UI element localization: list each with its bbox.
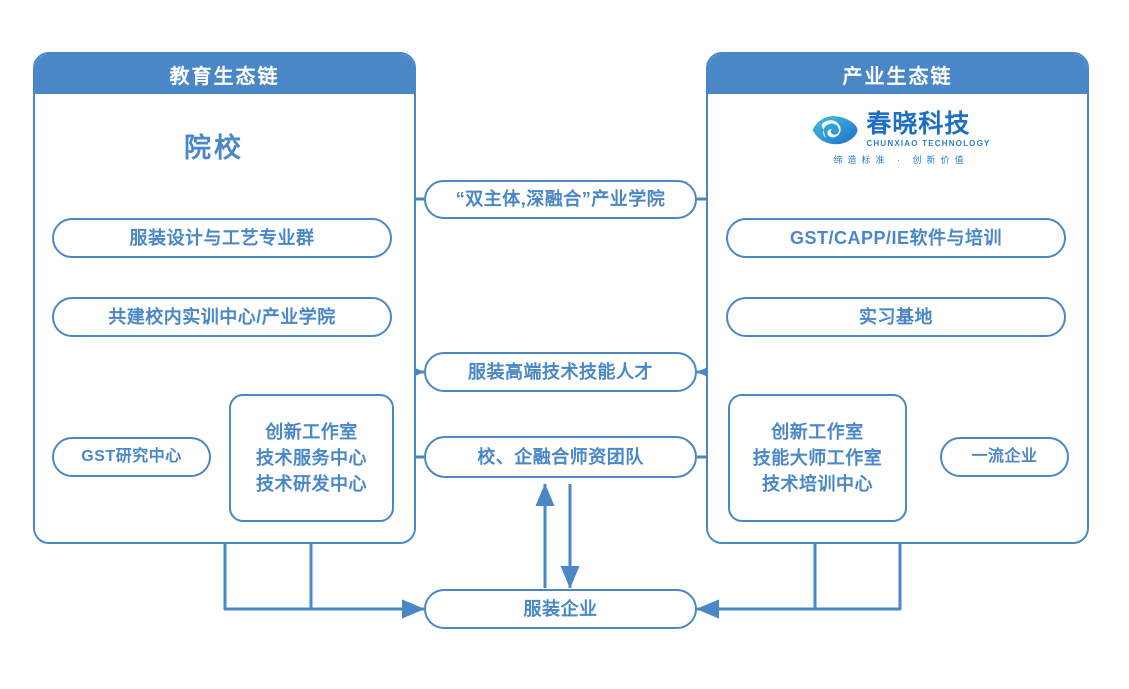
node-internship-base[interactable]: 实习基地 (726, 297, 1066, 337)
panel-education-header: 教育生态链 (35, 54, 414, 94)
node-faculty-team[interactable]: 校、企融合师资团队 (424, 436, 697, 478)
logo-text-block: 春晓科技 CHUNXIAO TECHNOLOGY (866, 110, 991, 149)
chunxiao-technology-logo: 春晓科技 CHUNXIAO TECHNOLOGY 缔造标准 · 创新价值 (806, 112, 996, 174)
logo-name-cn: 春晓科技 (866, 110, 971, 138)
panel-industry-header: 产业生态链 (708, 54, 1087, 94)
logo-slogan: 缔造标准 · 创新价值 (833, 155, 969, 165)
wire-ind-panel-to-apparel (696, 544, 902, 619)
node-industry-college[interactable]: “双主体,深融合”产业学院 (424, 180, 697, 219)
node-high-end-talent[interactable]: 服装高端技术技能人才 (424, 352, 697, 392)
node-apparel-major-group[interactable]: 服装设计与工艺专业群 (52, 218, 392, 258)
logo-name-en: CHUNXIAO TECHNOLOGY (866, 139, 991, 148)
node-campus-training-center[interactable]: 共建校内实训中心/产业学院 (52, 297, 392, 337)
node-gst-capp-ie-software[interactable]: GST/CAPP/IE软件与培训 (726, 218, 1066, 258)
node-industry-centers[interactable]: 创新工作室 技能大师工作室 技术培训中心 (728, 394, 907, 522)
education-panel-title: 院校 (184, 133, 244, 163)
node-apparel-enterprise[interactable]: 服装企业 (424, 589, 697, 629)
wire-edu-panel-to-apparel (223, 544, 425, 619)
node-gst-research-center[interactable]: GST研究中心 (52, 437, 211, 477)
logo-row: 春晓科技 CHUNXIAO TECHNOLOGY (811, 112, 990, 148)
node-top-tier-enterprise[interactable]: 一流企业 (940, 437, 1069, 477)
node-education-centers[interactable]: 创新工作室 技术服务中心 技术研发中心 (229, 394, 394, 522)
eye-wave-logo-icon (812, 116, 858, 145)
